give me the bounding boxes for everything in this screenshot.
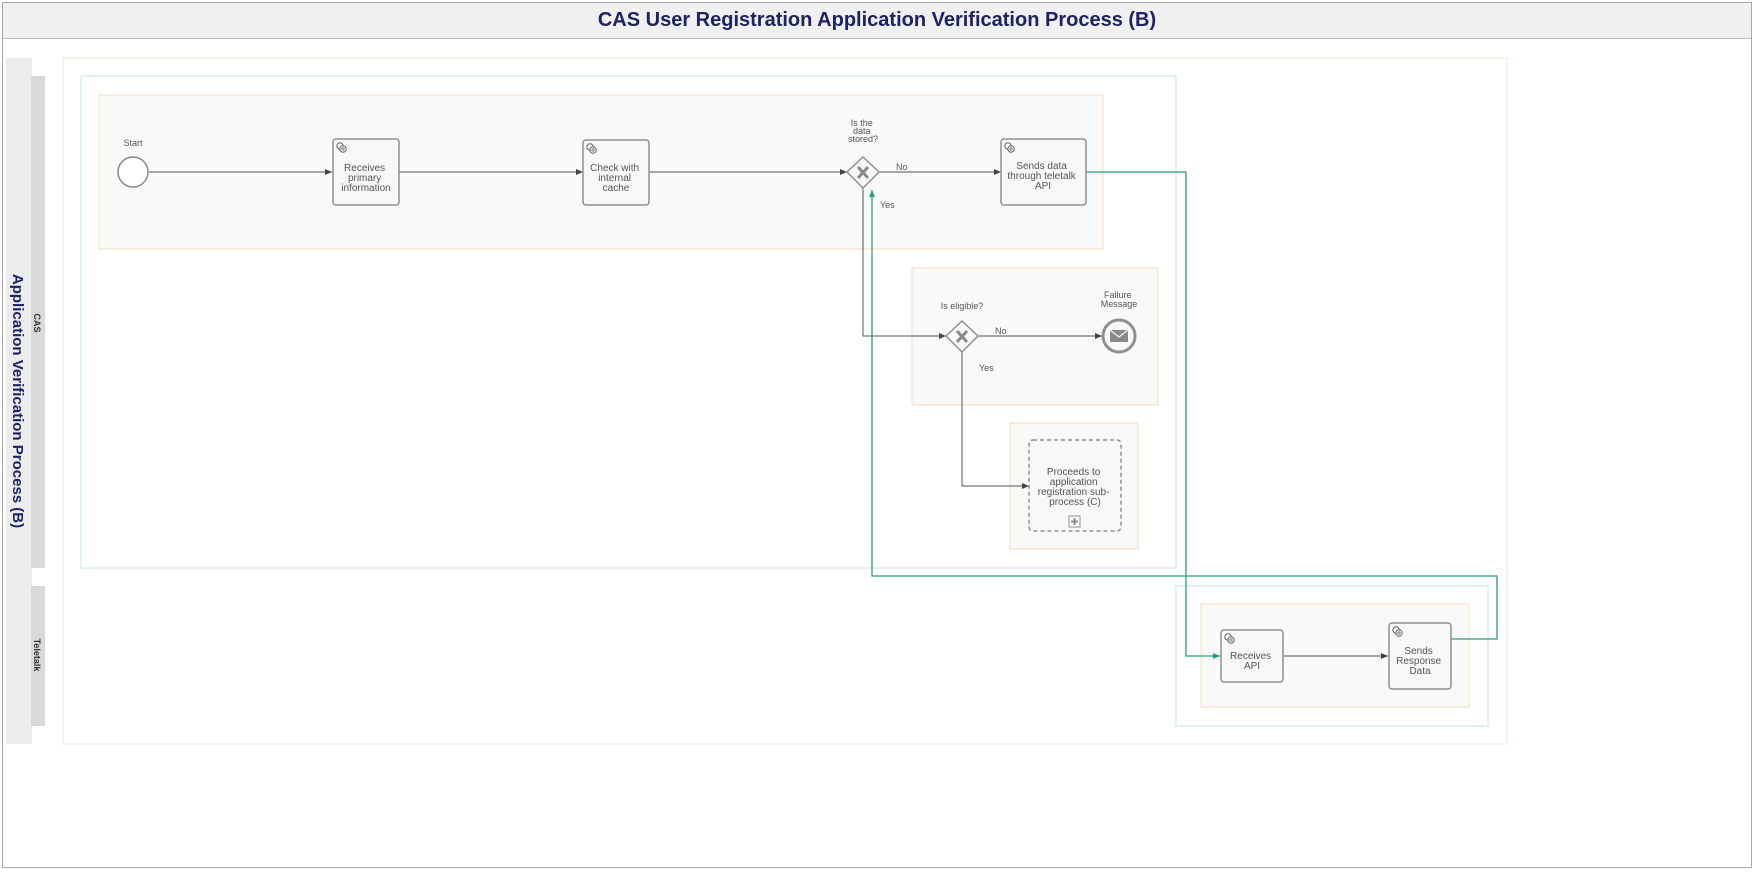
- exclusive-x-icon: [856, 165, 870, 180]
- pool-header: [6, 58, 32, 744]
- svg-text:Check with internal: Check with internal cache: [590, 163, 642, 194]
- task-line: Sends data: [1016, 161, 1067, 172]
- task-line: Sends: [1404, 646, 1432, 657]
- svg-text:Sends data through tel: Sends data through teletalk API: [1007, 161, 1078, 192]
- task-sends-response-data[interactable]: Sends Response Data: [1388, 622, 1452, 690]
- pool-label: Application Verification Process (B): [9, 274, 26, 528]
- message-flow-response-to-cas: [869, 190, 1498, 640]
- task-line: information: [341, 183, 390, 194]
- flow-eligible-yes-to-subprocess: [961, 352, 1029, 489]
- task-line: Receives: [1230, 651, 1271, 662]
- task-line: Response: [1396, 656, 1441, 667]
- flow-label-stored-no: No: [896, 162, 908, 172]
- end-event-failure-message[interactable]: [1101, 318, 1137, 354]
- flow-label-eligible-yes: Yes: [979, 363, 994, 373]
- flow-gateway-yes-to-eligible: [862, 188, 946, 339]
- svg-text:Receives primary: Receives primary information: [341, 163, 390, 194]
- subprocess-line: process (C): [1049, 497, 1101, 508]
- lane-cas-group: [80, 75, 1177, 569]
- task-line: API: [1244, 661, 1260, 672]
- svg-text:Proceeds to applicatio: Proceeds to application registration sub…: [1038, 467, 1112, 508]
- task-line: Receives: [344, 163, 385, 174]
- task-line: through teletalk: [1007, 171, 1076, 182]
- exclusive-x-icon: [955, 329, 969, 344]
- task-line: internal: [598, 173, 631, 184]
- task-line: Data: [1409, 666, 1431, 677]
- lane-teletalk-group: [1175, 585, 1489, 727]
- task-line: API: [1035, 181, 1051, 192]
- start-event[interactable]: [117, 156, 149, 188]
- task-line: primary: [348, 173, 381, 184]
- task-line: Check with: [590, 163, 639, 174]
- subprocess-line: application: [1050, 477, 1098, 488]
- flow-label-eligible-no: No: [995, 326, 1007, 336]
- subprocess-line: Proceeds to: [1047, 467, 1101, 478]
- task-line: cache: [603, 183, 630, 194]
- task-check-internal-cache[interactable]: Check with internal cache: [582, 139, 650, 206]
- end-event-failure-label: Failure Message: [1101, 290, 1138, 309]
- gateway-data-stored-label: Is the data stored?: [848, 118, 878, 144]
- bpmn-canvas: Application Verification Process (B) CAS…: [6, 57, 1508, 745]
- subprocess-line: registration sub-: [1038, 487, 1110, 498]
- envelope-icon: [1109, 329, 1129, 342]
- svg-text:Sends Response: Sends Response Data: [1396, 646, 1444, 677]
- lane-cas-header: [31, 76, 45, 568]
- lane-teletalk-header: [31, 586, 45, 726]
- lane-teletalk-label: Teletalk: [32, 639, 42, 673]
- svg-text:Receives API: Receives API: [1230, 651, 1274, 672]
- pool-body: [62, 57, 1508, 745]
- message-flow-send-to-teletalk: [1086, 171, 1220, 659]
- gateway-is-eligible-label: Is eligible?: [941, 301, 984, 311]
- task-sends-data-teletalk-api[interactable]: Sends data through teletalk API: [1000, 138, 1087, 206]
- page-title: CAS User Registration Application Verifi…: [597, 9, 1157, 31]
- task-receives-api[interactable]: Receives API: [1220, 629, 1284, 683]
- lane-cas-label: CAS: [32, 313, 42, 332]
- flow-label-stored-yes: Yes: [880, 200, 895, 210]
- title-bar: CAS User Registration Application Verifi…: [3, 3, 1751, 39]
- subprocess-registration-c[interactable]: Proceeds to application registration sub…: [1028, 439, 1122, 532]
- task-receives-primary-information[interactable]: Receives primary information: [332, 138, 400, 206]
- plus-marker-icon: [1068, 515, 1081, 528]
- gateway-data-stored[interactable]: [845, 155, 881, 190]
- start-event-label: Start: [123, 138, 143, 148]
- gateway-is-eligible[interactable]: [944, 319, 980, 354]
